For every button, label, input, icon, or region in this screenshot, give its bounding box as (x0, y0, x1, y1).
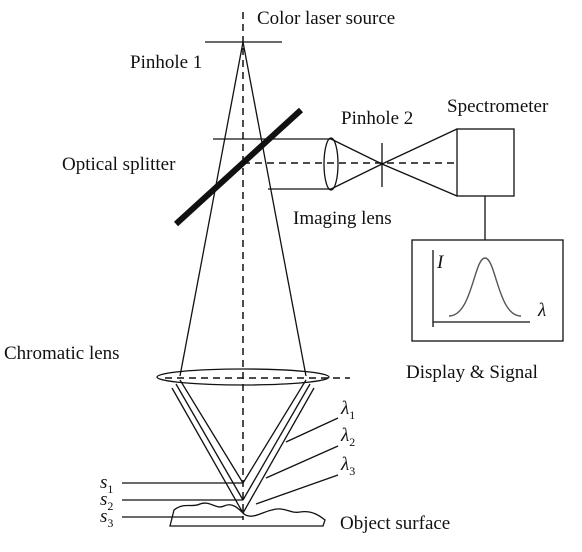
label-lambda-3: λ3 (340, 454, 355, 478)
chromatic-lens (156, 368, 330, 386)
beam-left-upper (179, 41, 244, 377)
label-s3: s3 (100, 506, 113, 530)
optical-splitter (173, 107, 304, 227)
label-lambda-1: λ1 (340, 398, 355, 422)
label-object-surface: Object surface (340, 513, 450, 534)
label-imaging-lens: Imaging lens (293, 208, 392, 229)
wavelength-axis-label: λ (537, 300, 546, 321)
display-box (411, 239, 564, 342)
label-s1: s1 (100, 472, 113, 496)
label-optical-splitter: Optical splitter (62, 154, 176, 175)
diverge-bottom (381, 163, 458, 197)
label-color-laser-source: Color laser source (257, 8, 395, 29)
imaging-lens (323, 137, 339, 191)
beam-right-upper (242, 41, 307, 377)
lambda2-leader (265, 445, 339, 479)
spectral-peak-curve (448, 257, 522, 317)
label-pinhole-1: Pinhole 1 (130, 52, 202, 73)
intensity-axis-label: I (436, 252, 445, 273)
diverge-top (381, 128, 458, 165)
focused-rays (171, 379, 315, 514)
converge-top (330, 138, 383, 165)
label-chromatic-lens: Chromatic lens (4, 343, 120, 364)
label-lambda-2: λ2 (340, 425, 355, 449)
spectrometer-box (456, 128, 515, 197)
lambda1-leader (285, 417, 339, 443)
label-display-signal: Display & Signal (406, 362, 538, 383)
lambda3-leader (255, 474, 339, 505)
converge-bottom (330, 163, 383, 190)
label-s2: s2 (100, 489, 113, 513)
label-spectrometer: Spectrometer (447, 96, 549, 117)
label-pinhole-2: Pinhole 2 (341, 108, 413, 129)
object-surface (169, 502, 326, 527)
